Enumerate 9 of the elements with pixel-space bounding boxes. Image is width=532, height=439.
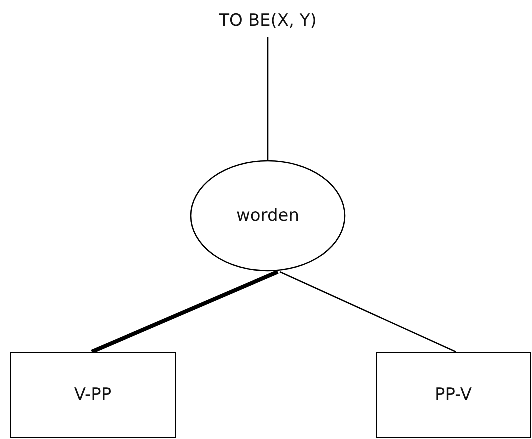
box-node xyxy=(10,352,176,438)
node-label: PP-V xyxy=(435,385,472,405)
box-node xyxy=(376,352,531,438)
connector-line xyxy=(91,270,279,354)
node-label: worden xyxy=(236,206,300,226)
node-label: V-PP xyxy=(74,385,112,405)
connector-line xyxy=(267,37,269,160)
node-label: TO BE(X, Y) xyxy=(219,11,317,31)
connector-line xyxy=(280,271,456,353)
